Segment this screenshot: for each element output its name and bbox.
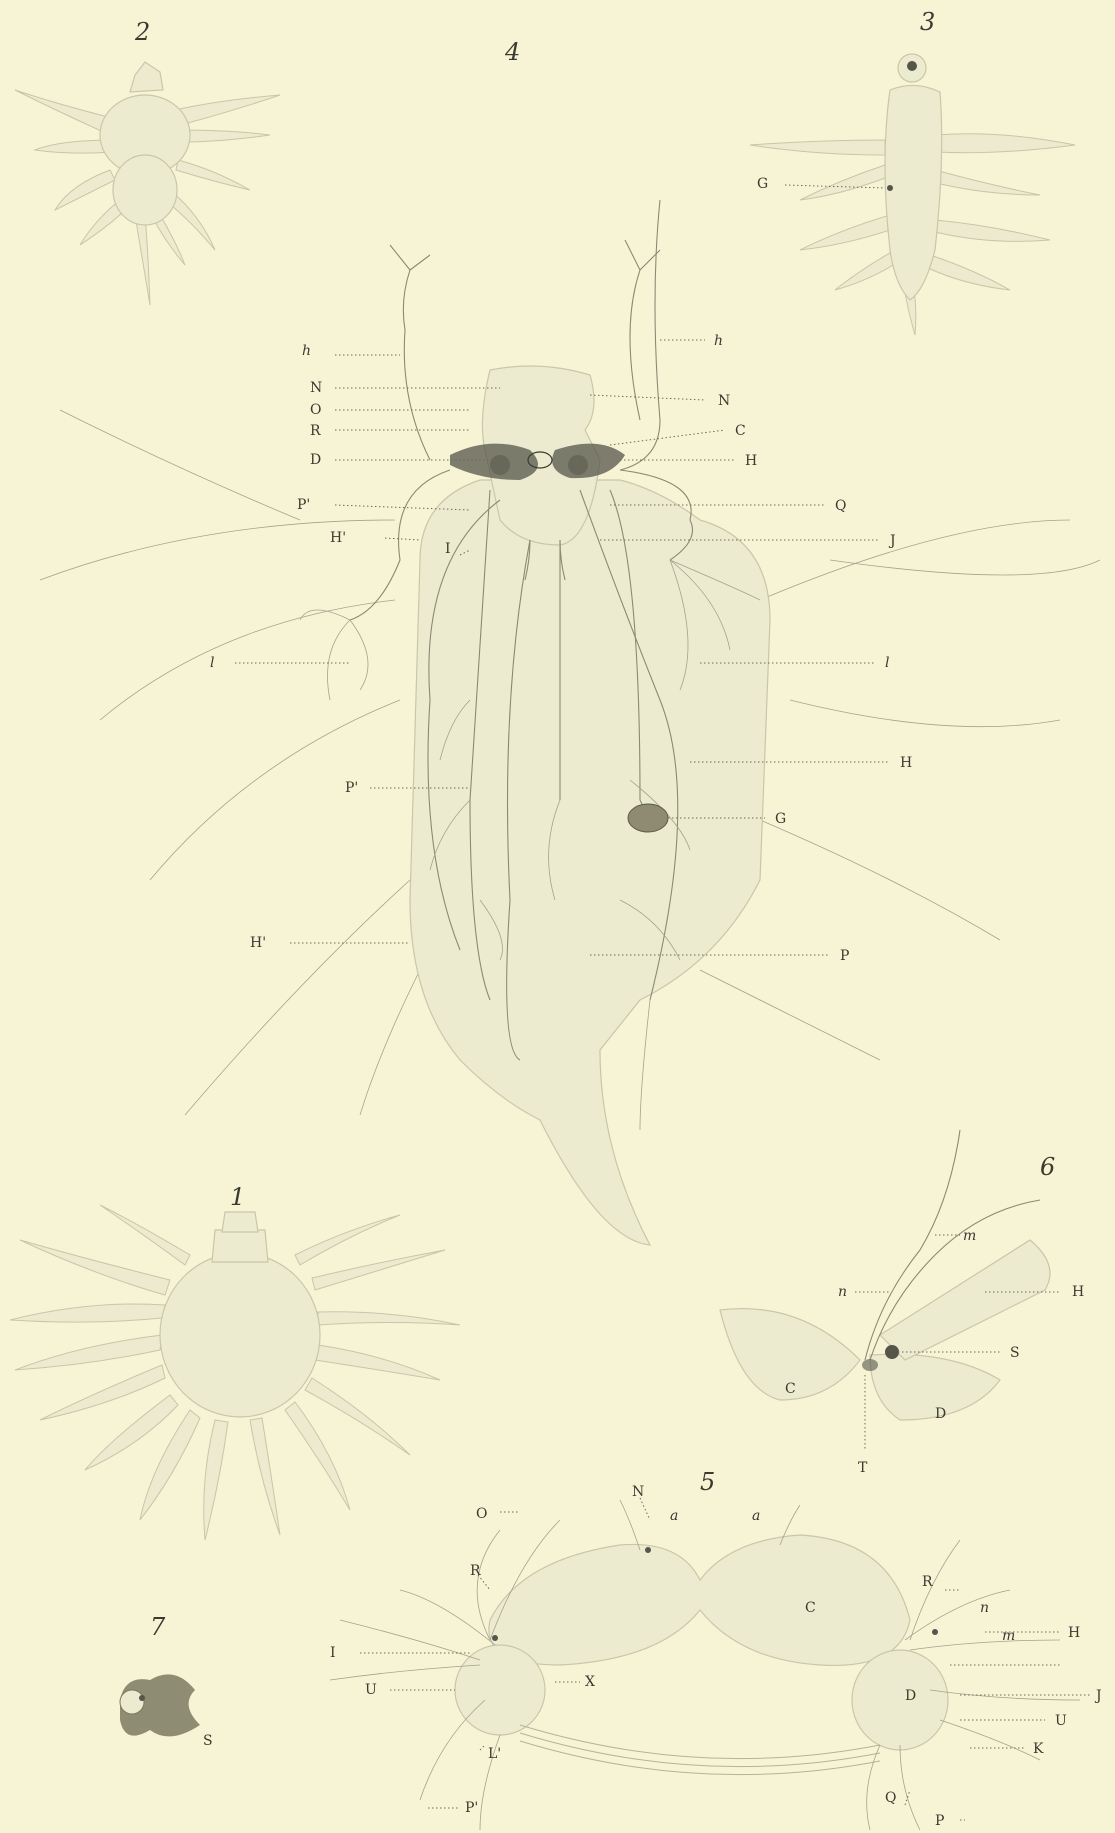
figure-5-number: 5: [700, 1468, 715, 1496]
figure-4-label-g: G: [775, 811, 786, 827]
figure-7-label-s: S: [203, 1733, 213, 1749]
figure-4-label-n-left: N: [310, 380, 322, 396]
figure-4-label-p-prime-top: P': [297, 497, 310, 513]
figure-4-label-h-prime-bottom: H': [250, 935, 266, 951]
figure-5-label-u-right: U: [1055, 1713, 1067, 1729]
figure-5-ganglion-d: [852, 1650, 948, 1750]
figure-1-neck: [212, 1230, 268, 1262]
figure-5-label-p-prime: P': [465, 1800, 478, 1816]
figure-2-foot: [113, 155, 177, 225]
figure-1-head: [222, 1212, 258, 1232]
figure-6-number: 6: [1040, 1153, 1055, 1181]
figure-4-label-q: Q: [835, 498, 846, 514]
figure-5-label-j: J: [1094, 1688, 1102, 1704]
figure-6-nerve-h: [880, 1240, 1050, 1360]
figure-4-label-o: O: [310, 402, 321, 418]
figure-4-label-h-mid: H: [900, 755, 912, 771]
figure-4-label-n-right: N: [718, 393, 730, 409]
figure-6-eye: [862, 1359, 878, 1371]
figure-5-label-p: P: [935, 1813, 944, 1829]
figure-5-label-u-left: U: [365, 1682, 377, 1698]
figure-5-label-h: H: [1068, 1625, 1080, 1641]
figure-3: 3 G: [750, 8, 1075, 335]
figure-2-number: 2: [134, 18, 150, 46]
figure-5: 5: [330, 1468, 1102, 1830]
figure-5-label-r-left: R: [470, 1563, 481, 1579]
figure-4-label-i: I: [445, 541, 451, 557]
figure-5-label-m: m: [1002, 1628, 1015, 1644]
figure-4-label-l-left: l: [210, 655, 214, 671]
figure-6-label-d: D: [935, 1406, 946, 1422]
figure-6: 6 m n H S C D T: [720, 1130, 1084, 1476]
figure-1-body: [160, 1253, 320, 1417]
figure-5-label-n-small: n: [980, 1600, 989, 1616]
figure-6-label-n: n: [838, 1284, 847, 1300]
figure-5-label-l-prime: L': [488, 1746, 501, 1762]
figure-4-pedal-ganglion-left: [490, 455, 510, 475]
figure-4-number: 4: [504, 38, 520, 66]
figure-3-label-g: G: [757, 176, 768, 192]
figure-4-organ-g: [628, 804, 668, 832]
figure-1: 1: [10, 1183, 460, 1540]
figure-6-label-t: T: [858, 1460, 868, 1476]
figure-5-label-i: I: [330, 1645, 336, 1661]
figure-6-label-c: C: [785, 1381, 796, 1397]
figure-7-inner: [120, 1690, 144, 1714]
figure-5-ganglion-c: [489, 1535, 910, 1665]
figure-6-label-m: m: [963, 1228, 976, 1244]
figure-3-number: 3: [920, 8, 935, 36]
figure-3-mouth: [907, 61, 917, 71]
figure-5-label-k: K: [1033, 1741, 1044, 1757]
figure-5-label-q: Q: [885, 1790, 896, 1806]
figure-4-label-p: P: [840, 948, 849, 964]
figure-4-label-h-left: h: [302, 343, 311, 359]
figure-4-label-h-top: H: [745, 453, 757, 469]
figure-5-label-d: D: [905, 1688, 916, 1704]
figure-4-label-h-right: h: [714, 333, 723, 349]
figure-7-number: 7: [150, 1613, 166, 1641]
figure-4: 4: [40, 38, 1100, 1245]
figure-4-pedal-ganglion-right: [568, 455, 588, 475]
figure-4-label-c: C: [735, 423, 746, 439]
figure-4-label-l-right: l: [885, 655, 889, 671]
figure-5-label-c: C: [805, 1600, 816, 1616]
figure-4-label-h-prime-top: H': [330, 530, 346, 546]
figure-1-number: 1: [230, 1183, 245, 1211]
figure-4-label-p-prime-mid: P': [345, 780, 358, 796]
figure-2-head: [130, 62, 163, 92]
figure-5-label-o: O: [476, 1506, 487, 1522]
figure-5-label-a-left: a: [670, 1508, 678, 1524]
figure-5-label-n: N: [632, 1484, 644, 1500]
figure-5-labels: O N a a R I U X L' P' C R n m H J D U K …: [330, 1484, 1102, 1829]
figure-6-label-s: S: [1010, 1345, 1020, 1361]
figure-6-statocyst-s: [885, 1345, 899, 1359]
figure-2: 2: [15, 18, 280, 305]
figure-5-label-a-right: a: [752, 1508, 760, 1524]
figure-5-ganglion-left: [455, 1645, 545, 1735]
figure-4-body: [410, 480, 770, 1245]
figure-3-organ-g: [887, 185, 893, 191]
figure-4-ganglion-right: [552, 444, 625, 479]
figure-6-label-h: H: [1072, 1284, 1084, 1300]
figure-4-label-r: R: [310, 423, 321, 439]
figure-7: 7 S: [120, 1613, 213, 1749]
figure-5-label-x: X: [585, 1674, 595, 1690]
figure-4-label-j: J: [888, 533, 896, 549]
figure-5-label-r-right: R: [922, 1574, 933, 1590]
figure-4-label-d: D: [310, 452, 321, 468]
